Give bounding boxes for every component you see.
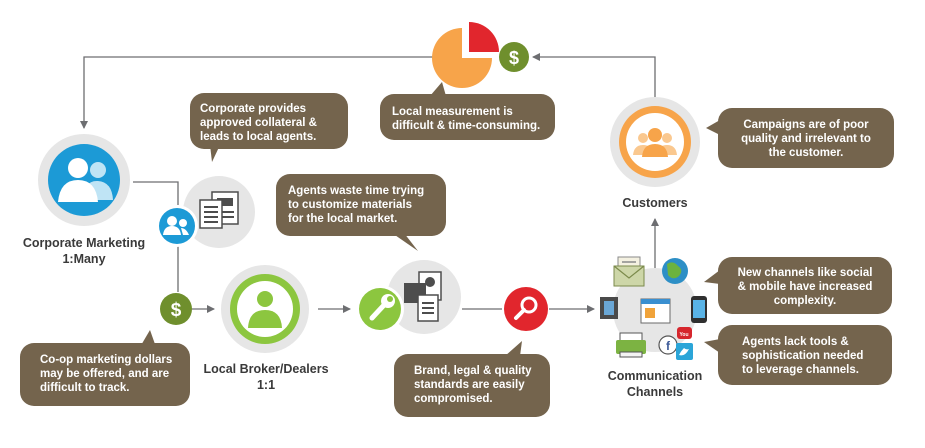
callout-local-measurement: Local measurement is difficult & time-co… — [380, 94, 555, 140]
local-broker-node — [221, 265, 309, 353]
svg-text:f: f — [666, 339, 671, 353]
corporate-marketing-node — [38, 134, 130, 226]
twitter-icon — [676, 343, 693, 360]
label-line: Channels — [626, 385, 684, 399]
globe-icon — [662, 258, 688, 284]
callout-corporate-provides: Corporate provides approved collateral &… — [190, 93, 348, 149]
callout-text: Agents lack tools & — [742, 336, 849, 348]
callout-text: Local measurement is — [392, 106, 513, 118]
connectors — [80, 53, 659, 313]
callout-text: difficult & time-consuming. — [392, 120, 541, 132]
people-group-icon — [163, 216, 189, 235]
local-broker-label: Local Broker/Dealers 1:1 — [196, 361, 336, 393]
mobile-phone-icon — [691, 296, 707, 323]
email-icon — [613, 256, 645, 287]
callout-text: New channels like social — [737, 267, 873, 279]
callout-text: Brand, legal & quality — [414, 365, 532, 377]
callout-text: Agents waste time trying — [288, 185, 425, 197]
callout-text: quality and irrelevant to — [741, 133, 871, 145]
dollar-icon: $ — [171, 300, 182, 321]
callout-text: standards are easily — [414, 379, 525, 391]
callout-text: sophistication needed — [742, 350, 864, 362]
communication-channels-label: Communication Channels — [590, 368, 720, 400]
label-line: Communication — [607, 369, 703, 383]
customers-node — [610, 97, 700, 187]
documents-icon — [199, 191, 239, 229]
callout-coop-marketing: Co-op marketing dollars may be offered, … — [20, 343, 190, 406]
people-group-icon — [633, 128, 677, 157]
collateral-node — [156, 176, 255, 248]
youtube-icon: You — [677, 327, 692, 339]
top-left-line — [80, 56, 440, 129]
label-line: Customers — [622, 196, 688, 210]
callout-text: approved collateral & — [200, 117, 317, 129]
corporate-marketing-label: Corporate Marketing 1:Many — [14, 235, 154, 267]
label-line: 1:1 — [256, 378, 276, 392]
callout-tails — [140, 82, 720, 356]
callout-text: difficult to track. — [40, 382, 130, 394]
callout-text: complexity. — [773, 295, 837, 307]
callout-text: the customer. — [768, 147, 844, 159]
printer-icon — [616, 332, 646, 358]
person-icon — [248, 291, 282, 328]
svg-text:You: You — [679, 332, 688, 338]
callout-text: Campaigns are of poor — [743, 119, 869, 131]
corp-to-collateral-line — [133, 181, 179, 205]
callout-campaigns-poor: Campaigns are of poor quality and irrele… — [718, 108, 894, 168]
film-icon — [600, 297, 618, 319]
callout-text: may be offered, and are — [40, 368, 170, 380]
callout-text: compromised. — [414, 393, 493, 405]
measurement-node: $ — [432, 22, 529, 88]
customize-node — [356, 260, 461, 334]
callout-text: to customize materials — [288, 199, 412, 211]
callout-new-channels: New channels like social & mobile have i… — [718, 257, 892, 314]
wrench-icon — [369, 294, 395, 321]
dollar-icon: $ — [509, 48, 519, 68]
callout-text: for the local market. — [288, 213, 398, 225]
communication-channels-node: f You — [600, 256, 707, 360]
label-line: Local Broker/Dealers — [203, 362, 329, 376]
materials-stack-icon — [404, 271, 442, 322]
callout-agents-lack-tools: Agents lack tools & sophistication neede… — [718, 325, 892, 385]
callout-text: to leverage channels. — [742, 364, 859, 376]
pie-chart-icon — [432, 22, 499, 88]
quality-node — [504, 287, 548, 331]
people-group-icon — [58, 158, 113, 202]
callout-text: & mobile have increased — [737, 281, 873, 293]
facebook-icon: f — [658, 335, 678, 355]
callout-agents-waste-time: Agents waste time trying to customize ma… — [276, 174, 446, 236]
label-line: Corporate Marketing — [22, 236, 146, 250]
browser-icon — [640, 298, 671, 324]
callout-brand-legal: Brand, legal & quality standards are eas… — [394, 354, 550, 417]
coop-dollar-node: $ — [160, 293, 192, 325]
label-line: 1:Many — [62, 252, 106, 266]
customers-label: Customers — [600, 195, 710, 211]
callout-text: Corporate provides — [200, 103, 307, 115]
callout-text: Co-op marketing dollars — [40, 354, 173, 366]
magnifier-icon — [514, 296, 538, 320]
callout-text: leads to local agents. — [200, 131, 317, 143]
